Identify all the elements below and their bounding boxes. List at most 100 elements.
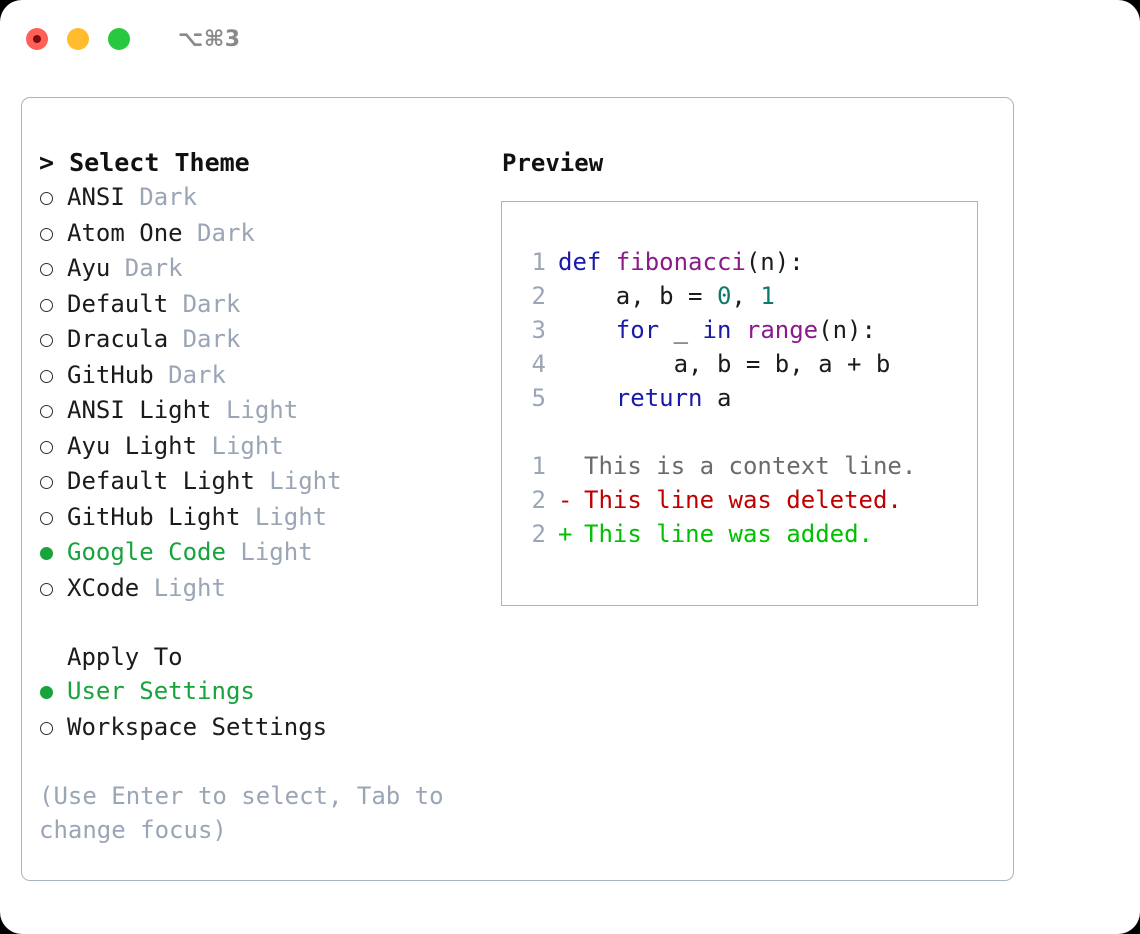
hint-spacer xyxy=(39,745,501,779)
theme-option-label: Atom One xyxy=(67,218,183,247)
code-line: 3 for _ in range(n): xyxy=(520,313,977,347)
apply-to-option-user-settings[interactable]: User Settings xyxy=(39,674,501,710)
radio-unselected-icon xyxy=(39,395,67,429)
theme-option-variant: Dark xyxy=(182,218,255,247)
code-token-pl: (n): xyxy=(745,248,804,276)
radio-unselected-icon xyxy=(39,217,67,251)
radio-unselected-icon xyxy=(39,288,67,322)
theme-option-variant: Light xyxy=(254,467,342,495)
maximize-window-button[interactable] xyxy=(108,28,130,50)
theme-option-label: Google Code xyxy=(67,538,226,566)
theme-option-label: ANSI Light xyxy=(67,396,212,424)
theme-option-label: GitHub Light xyxy=(67,502,241,531)
close-icon xyxy=(33,35,41,43)
theme-option-label: GitHub xyxy=(67,360,154,389)
diff-line-text: This line was added. xyxy=(584,520,873,548)
radio-unselected-icon xyxy=(39,324,67,358)
code-token-pl xyxy=(558,316,616,344)
code-line: 5 return a xyxy=(520,381,977,415)
code-sample: 1 def fibonacci(n): 2 a, b = 0, 1 3 for _ i… xyxy=(520,245,977,415)
diff-line-ctx: 1 This is a context line. xyxy=(520,449,977,483)
radio-unselected-icon xyxy=(39,182,67,216)
diff-sample: 1 This is a context line.2-This line was… xyxy=(520,449,977,551)
radio-unselected-icon xyxy=(39,466,67,500)
radio-unselected-icon xyxy=(39,253,67,287)
radio-unselected-icon xyxy=(39,359,67,393)
diff-line-del: 2-This line was deleted. xyxy=(520,483,977,517)
apply-to-option-workspace-settings[interactable]: Workspace Settings xyxy=(39,710,501,746)
radio-unselected-icon xyxy=(39,430,67,464)
code-diff-spacer xyxy=(520,415,977,449)
code-line-number: 1 xyxy=(531,248,546,276)
theme-option-label: Ayu xyxy=(67,254,111,282)
radio-unselected-icon xyxy=(39,572,67,606)
code-token-pl xyxy=(558,384,616,412)
code-token-kw: for xyxy=(615,316,660,344)
theme-option-dracula[interactable]: Dracula Dark xyxy=(39,322,501,358)
theme-option-variant: Light xyxy=(197,431,284,460)
code-token-pl xyxy=(731,316,745,344)
apply-to-option-label: User Settings xyxy=(67,677,255,705)
code-token-pl: a, b = xyxy=(558,282,717,310)
theme-option-ansi[interactable]: ANSI Dark xyxy=(39,180,501,216)
theme-option-variant: Light xyxy=(139,573,226,602)
theme-option-variant: Light xyxy=(240,502,328,531)
diff-marker xyxy=(558,449,584,483)
minimize-window-button[interactable] xyxy=(67,28,89,50)
titlebar: ⌥⌘3 xyxy=(0,0,1140,78)
diff-line-text: This is a context line. xyxy=(584,452,917,480)
select-theme-heading: > Select Theme xyxy=(39,148,250,177)
theme-option-variant: Dark xyxy=(168,289,241,318)
radio-unselected-icon xyxy=(39,711,67,745)
diff-line-number: 2 xyxy=(531,520,546,548)
code-line: 1 def fibonacci(n): xyxy=(520,245,977,279)
code-token-fn: fibonacci xyxy=(615,248,746,276)
theme-option-google-code[interactable]: Google Code Light xyxy=(39,535,501,571)
code-line-number: 4 xyxy=(531,350,546,378)
theme-option-label: Default xyxy=(67,289,169,318)
code-line-number: 2 xyxy=(531,282,546,310)
theme-option-ansi-light[interactable]: ANSI Light Light xyxy=(39,393,501,429)
code-token-num: 0 xyxy=(716,282,732,310)
theme-option-github[interactable]: GitHub Dark xyxy=(39,358,501,394)
radio-selected-icon xyxy=(39,537,67,571)
theme-option-label: XCode xyxy=(67,573,140,602)
theme-option-xcode[interactable]: XCode Light xyxy=(39,571,501,607)
theme-option-ayu-light[interactable]: Ayu Light Light xyxy=(39,429,501,465)
code-token-pl: , xyxy=(731,282,761,310)
code-token-pl: a xyxy=(702,384,732,412)
code-token-kw: def xyxy=(558,248,616,276)
theme-option-default-light[interactable]: Default Light Light xyxy=(39,464,501,500)
window-controls xyxy=(26,28,130,50)
theme-option-label: ANSI xyxy=(67,183,125,211)
close-window-button[interactable] xyxy=(26,28,48,50)
theme-option-variant: Dark xyxy=(153,360,226,389)
diff-line-number: 1 xyxy=(531,452,546,480)
theme-option-github-light[interactable]: GitHub Light Light xyxy=(39,500,501,536)
theme-option-variant: Dark xyxy=(124,183,198,211)
keyboard-hint-text: (Use Enter to select, Tab to change focu… xyxy=(39,782,459,844)
diff-marker: - xyxy=(558,486,573,514)
preview-heading: Preview xyxy=(502,149,604,177)
code-line: 4 a, b = b, a + b xyxy=(520,347,977,381)
theme-option-label: Dracula xyxy=(67,325,169,353)
diff-marker: + xyxy=(558,520,573,548)
theme-option-label: Ayu Light xyxy=(67,431,198,460)
code-token-pl: _ xyxy=(659,316,703,344)
diff-line-text: This line was deleted. xyxy=(584,486,902,514)
theme-option-variant: Dark xyxy=(168,325,241,353)
code-token-pl: a, b = b, a + b xyxy=(558,350,891,378)
theme-option-atom-one[interactable]: Atom One Dark xyxy=(39,216,501,252)
theme-option-ayu[interactable]: Ayu Dark xyxy=(39,251,501,287)
code-token-pl: (n): xyxy=(818,316,876,344)
theme-option-variant: Light xyxy=(211,396,299,424)
code-token-kw: in xyxy=(702,316,732,344)
theme-option-default[interactable]: Default Dark xyxy=(39,287,501,323)
diff-line-number: 2 xyxy=(531,486,546,514)
